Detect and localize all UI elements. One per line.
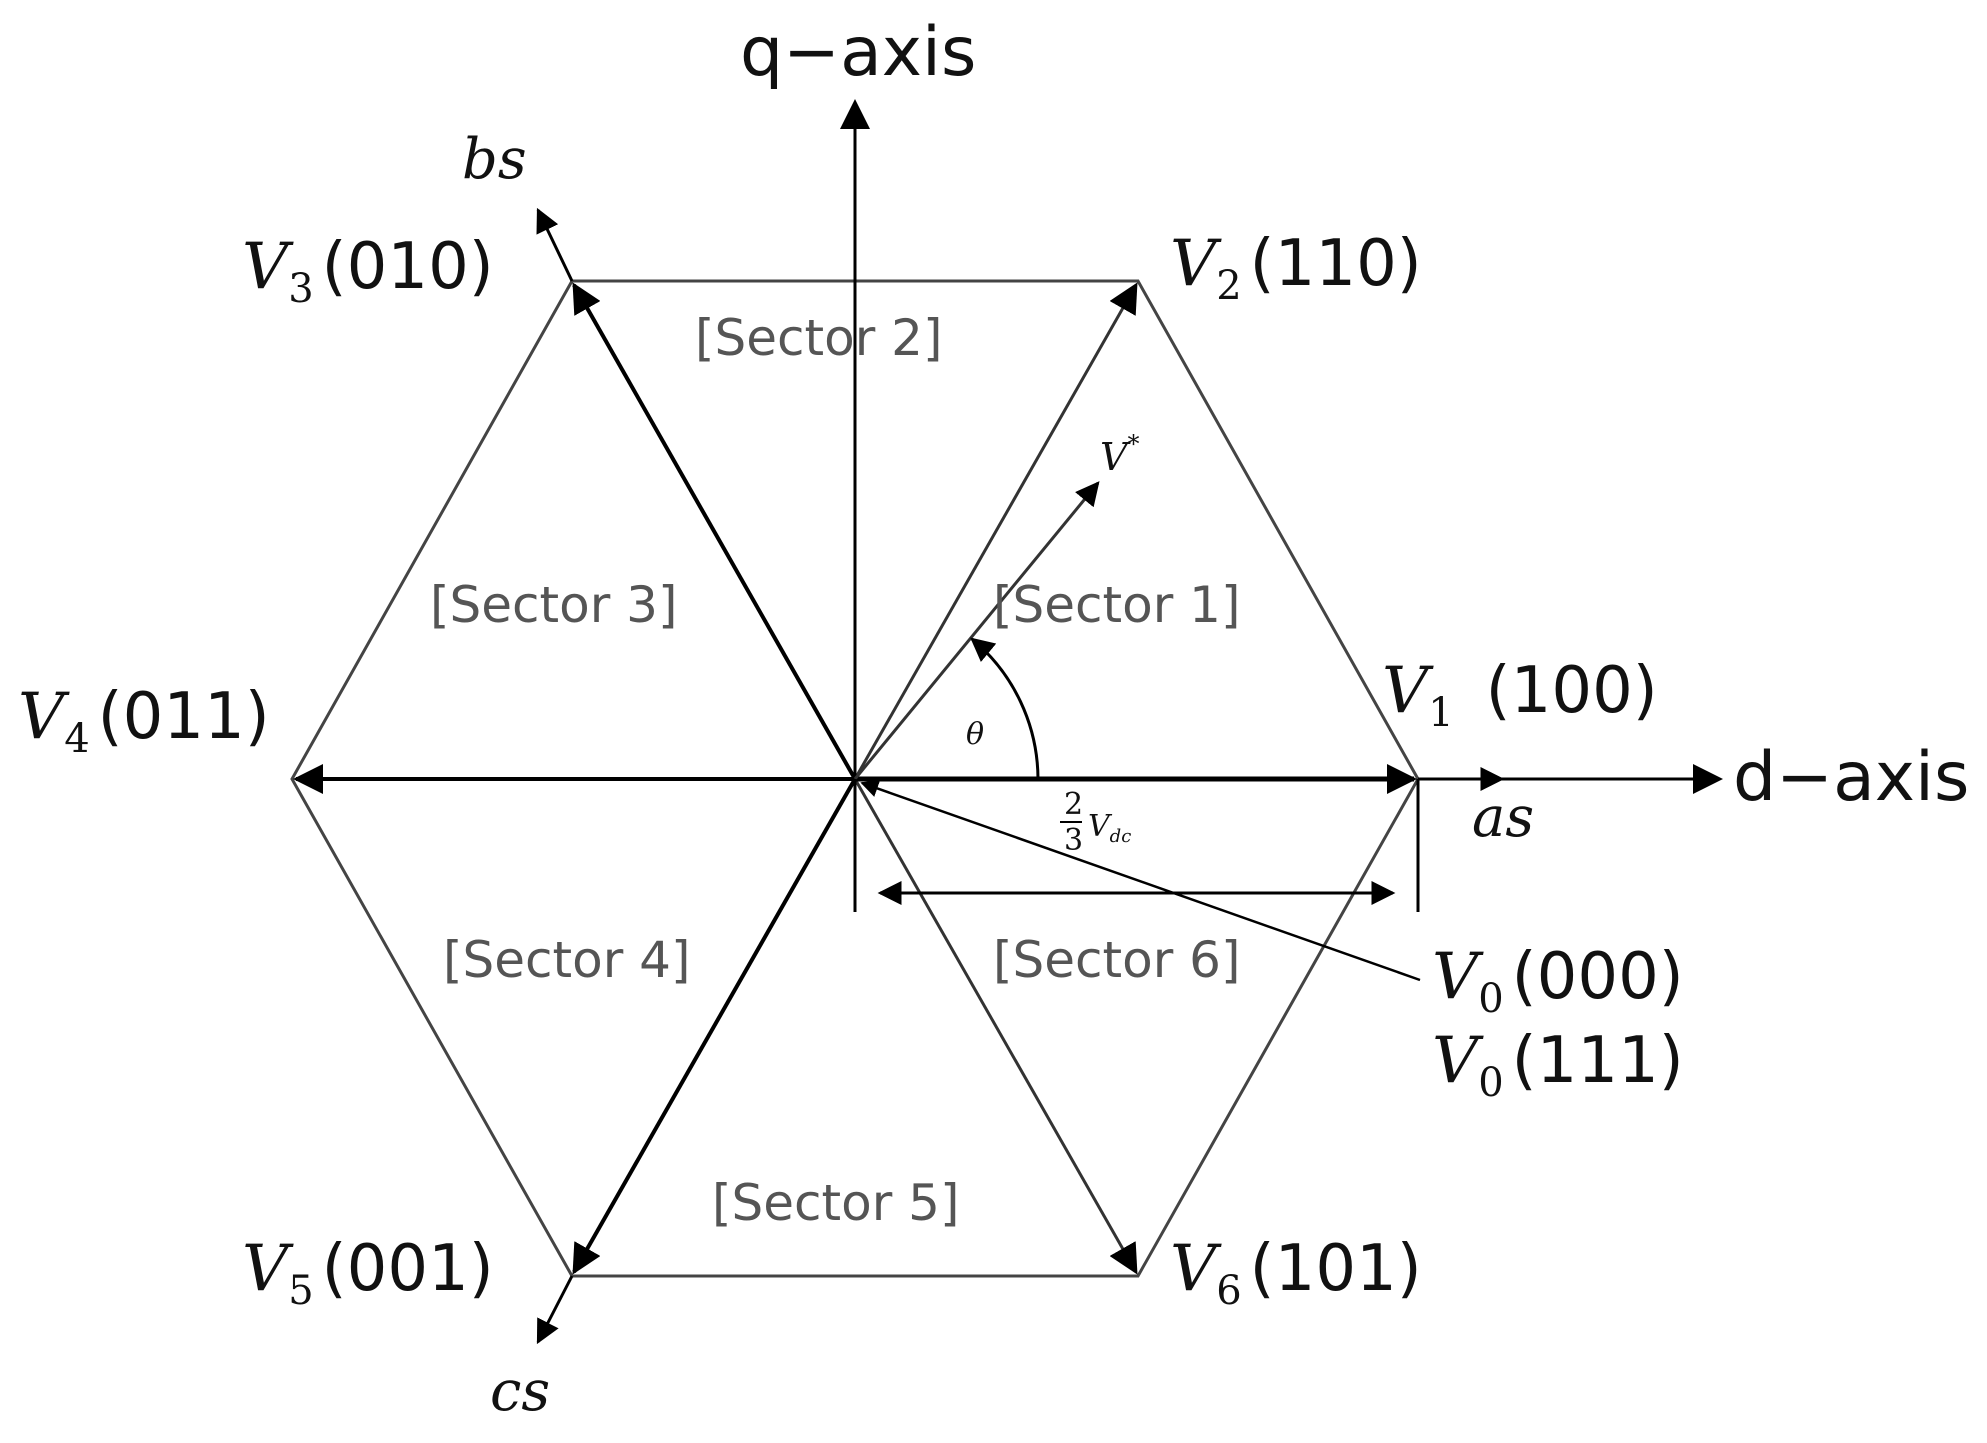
v1-label: V1(100) xyxy=(1382,654,1658,736)
magnitude-symbol: Vdc xyxy=(1088,809,1131,847)
sector-2-label: [Sector 2] xyxy=(695,309,942,367)
v0-000-label: V0(000) xyxy=(1432,940,1684,1022)
v2-label: V2(110) xyxy=(1170,227,1422,309)
d-axis-label: d−axis xyxy=(1733,738,1969,817)
zero-vector-pointer xyxy=(860,779,1421,982)
sector-3-label: [Sector 3] xyxy=(430,576,677,634)
v6-label: V6(101) xyxy=(1170,1232,1422,1314)
v0-111-label: V0(111) xyxy=(1432,1024,1684,1106)
sector-1-label: [Sector 1] xyxy=(993,576,1240,634)
vector-v2-arrow xyxy=(853,282,1138,780)
hexagon-outline xyxy=(290,279,1420,1278)
as-axis-label: as xyxy=(1472,785,1534,850)
reference-vector-arrow xyxy=(853,481,1100,780)
sector-5-label: [Sector 5] xyxy=(712,1174,959,1232)
theta-label: θ xyxy=(966,717,984,752)
vector-v3-arrow xyxy=(572,282,857,780)
bs-axis-arrow xyxy=(536,207,574,282)
magnitude-denominator: 3 xyxy=(1064,823,1083,858)
vector-v6-arrow xyxy=(853,778,1138,1275)
vector-v5-arrow xyxy=(572,778,857,1275)
cs-axis-arrow xyxy=(536,1275,574,1345)
q-axis-label: q−axis xyxy=(740,13,976,92)
magnitude-numerator: 2 xyxy=(1064,787,1083,822)
bs-axis-label: bs xyxy=(462,127,527,192)
cs-axis-label: cs xyxy=(490,1359,550,1424)
sector-4-label: [Sector 4] xyxy=(443,931,690,989)
v3-label: V3(010) xyxy=(242,230,494,312)
sector-6-label: [Sector 6] xyxy=(993,931,1240,989)
v5-label: V5(001) xyxy=(242,1232,494,1314)
v4-label: V4(011) xyxy=(18,680,270,762)
reference-vector-label: V* xyxy=(1100,430,1139,479)
theta-arc xyxy=(970,637,1040,780)
